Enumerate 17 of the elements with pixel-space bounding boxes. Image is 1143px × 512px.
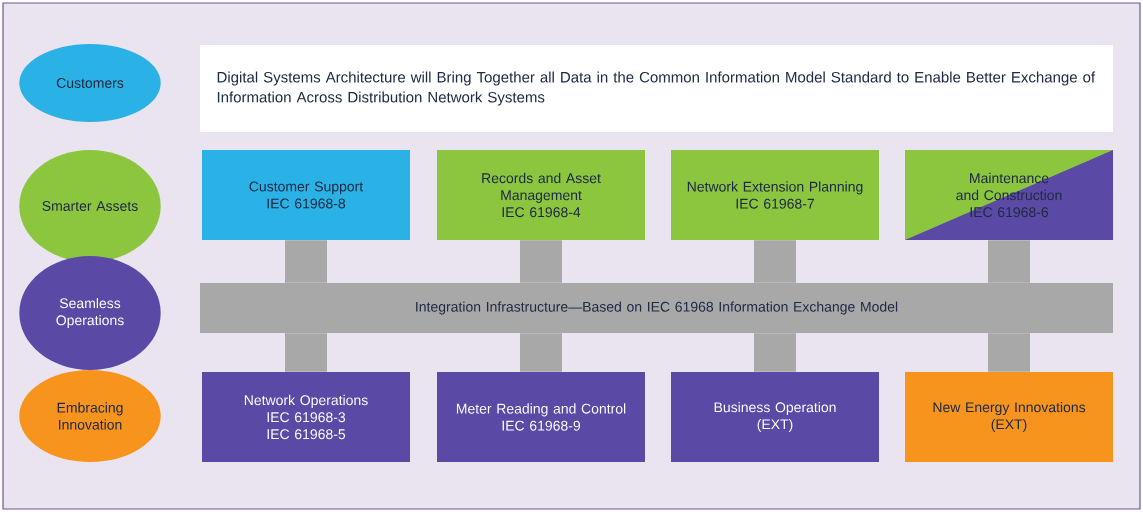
connector-bar — [285, 333, 327, 372]
integration-bar: Integration Infrastructure—Based on IEC 61968 Information Exchange Model — [200, 283, 1113, 333]
connector-bar — [988, 240, 1030, 283]
function-box: Business Operation (EXT) — [671, 372, 879, 462]
banner-box: Digital Systems Architecture will Bring Together all Data in the Common Information Model Standard to Enable Better Exchange of Information Across Distribution Network Systems — [200, 45, 1113, 132]
function-box: Meter Reading and Control IEC 61968-9 — [437, 372, 645, 462]
connector-bar — [988, 333, 1030, 372]
function-box: New Energy Innovations (EXT) — [905, 372, 1113, 462]
connector-bar — [520, 240, 562, 283]
function-box: Network Operations IEC 61968-3 IEC 61968-5 — [202, 372, 410, 462]
function-box: Records and Asset Management IEC 61968-4 — [437, 150, 645, 240]
function-box: Network Extension Planning IEC 61968-7 — [671, 150, 879, 240]
function-box: Customer Support IEC 61968-8 — [202, 150, 410, 240]
connector-bar — [285, 240, 327, 283]
connector-bar — [520, 333, 562, 372]
connector-bar — [754, 333, 796, 372]
connector-bar — [754, 240, 796, 283]
